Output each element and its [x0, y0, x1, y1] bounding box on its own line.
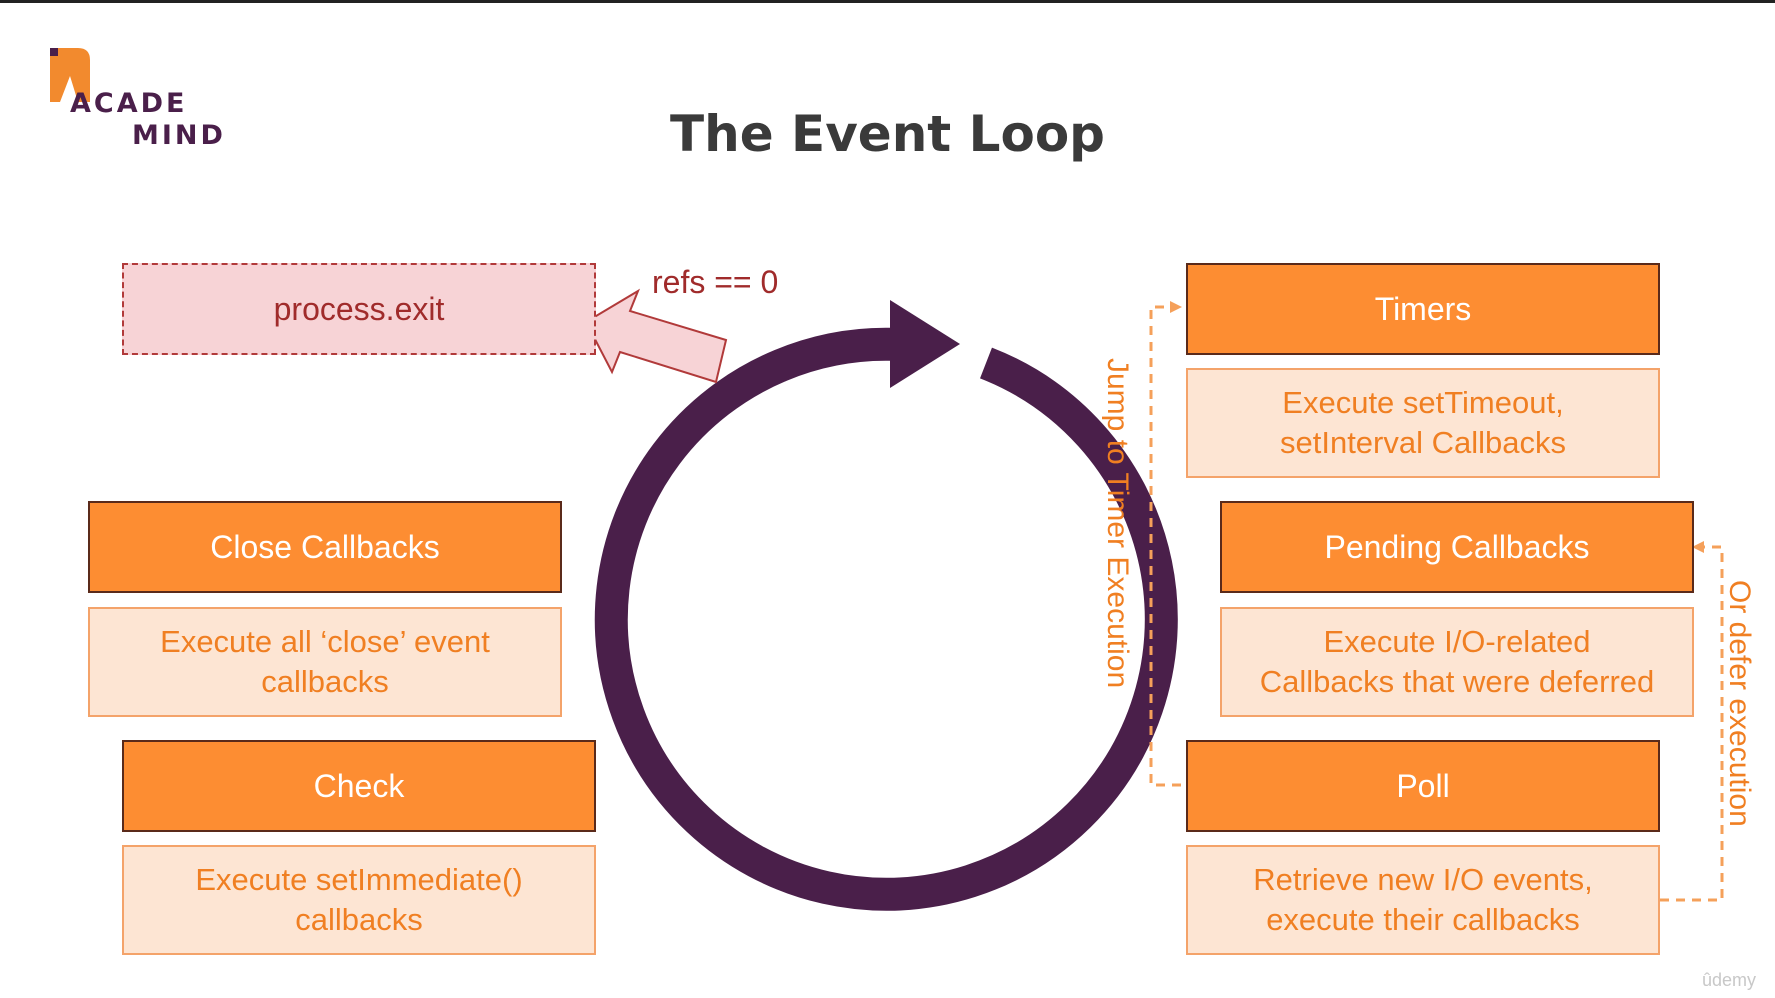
logo-mark-icon [50, 48, 90, 102]
close-callbacks-description-box: Execute all ‘close’ event callbacks [88, 607, 562, 717]
slide-title: The Event Loop [670, 105, 1105, 163]
loop-arrowhead-icon [890, 300, 960, 388]
process-exit-box: process.exit [122, 263, 596, 355]
defer-execution-label: Or defer execution [1723, 580, 1756, 827]
check-phase-box: Check [122, 740, 596, 832]
jump-connector-line [1149, 305, 1181, 787]
exit-arrow-icon [584, 288, 728, 384]
jump-to-timer-label: Jump to Timer Execution [1101, 358, 1134, 689]
logo-text-line2: MIND [132, 120, 226, 151]
academind-logo: ACADE MIND [48, 46, 228, 156]
pending-callbacks-phase-box: Pending Callbacks [1220, 501, 1694, 593]
logo-text-line1: ACADE [70, 88, 188, 119]
refs-label: refs == 0 [652, 264, 779, 300]
poll-description-box: Retrieve new I/O events, execute their c… [1186, 845, 1660, 955]
jump-arrowhead-icon [1170, 301, 1182, 313]
poll-phase-box: Poll [1186, 740, 1660, 832]
defer-arrowhead-icon [1692, 541, 1704, 553]
udemy-watermark: ûdemy [1702, 970, 1757, 990]
close-callbacks-phase-box: Close Callbacks [88, 501, 562, 593]
timers-phase-box: Timers [1186, 263, 1660, 355]
timers-description-box: Execute setTimeout, setInterval Callback… [1186, 368, 1660, 478]
defer-connector-line [1660, 545, 1724, 902]
event-loop-circle [594, 327, 1178, 911]
check-description-box: Execute setImmediate() callbacks [122, 845, 596, 955]
pending-callbacks-description-box: Execute I/O-related Callbacks that were … [1220, 607, 1694, 717]
top-border [0, 0, 1775, 3]
